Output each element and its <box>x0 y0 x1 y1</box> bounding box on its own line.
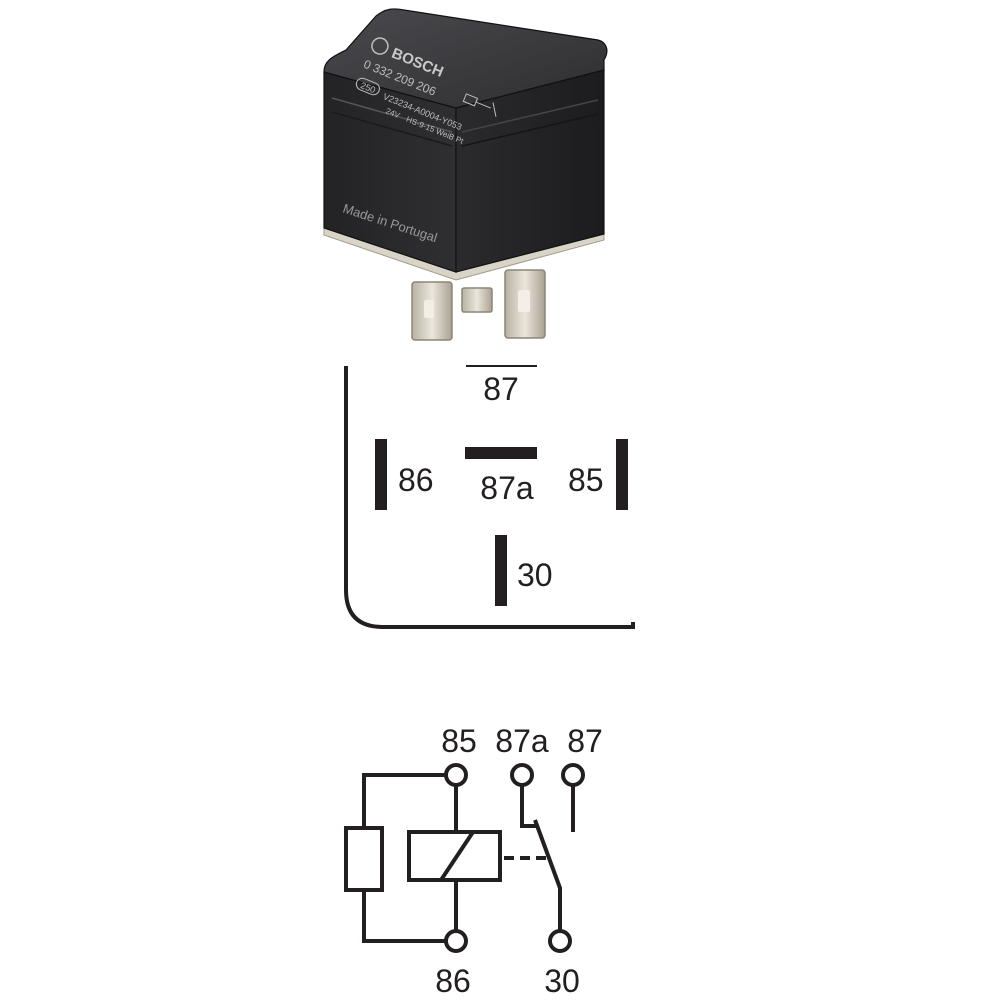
pin-86-contact <box>375 439 387 510</box>
relay-terminals <box>411 269 546 341</box>
pin-label-86: 86 <box>398 462 434 498</box>
terminal-87 <box>561 763 585 787</box>
wire-85-resistor <box>362 773 446 828</box>
switch-arm-30 <box>533 819 562 931</box>
resistor <box>344 826 384 892</box>
terminal-85 <box>444 763 468 787</box>
bosch-logo-icon <box>371 37 389 55</box>
pin-30-contact <box>495 535 507 606</box>
relay-circuit-symbol-icon <box>462 93 497 117</box>
terminal-label-30: 30 <box>544 963 580 999</box>
pin-label-85: 85 <box>568 462 604 498</box>
terminal-label-85: 85 <box>441 723 477 759</box>
terminal-30 <box>548 929 572 953</box>
pin-label-87a: 87a <box>480 470 534 506</box>
terminal-86 <box>444 929 468 953</box>
terminal-label-86: 86 <box>435 963 471 999</box>
relay-schematic: 85 87a 87 86 30 <box>344 723 603 999</box>
terminal-label-87a: 87a <box>495 723 549 759</box>
pin-87a-contact <box>465 447 537 459</box>
relay-coil-diagonal <box>439 830 475 882</box>
pin-85-contact <box>616 439 628 510</box>
pin-layout: 87 86 87a 85 30 <box>344 365 635 629</box>
wire-resistor-86 <box>362 890 446 943</box>
pin-layout-outline <box>344 366 635 629</box>
terminal-label-87: 87 <box>567 723 603 759</box>
terminal-87a <box>510 763 534 787</box>
relay-photo: BOSCH 0 332 209 206 250 V23234-A0004-Y05… <box>323 8 608 341</box>
pin-label-87: 87 <box>483 371 519 407</box>
contact-87a-nc <box>520 785 537 828</box>
pin-label-30: 30 <box>517 557 553 593</box>
relay-coil <box>407 830 502 882</box>
